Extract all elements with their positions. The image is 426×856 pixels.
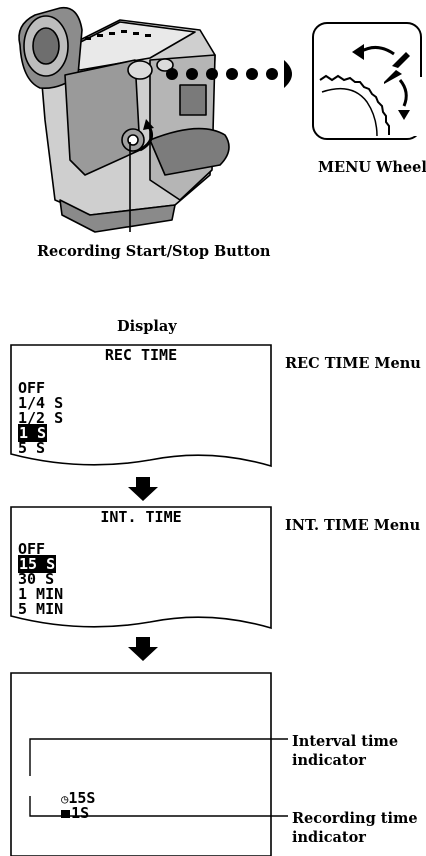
int-time-item-off: OFF [18, 540, 46, 558]
int-time-screen: INT. TIME OFF 15 S 30 S 1 MIN 5 MIN [10, 506, 272, 632]
display-label: Display [117, 318, 177, 335]
interval-label: Interval time indicator [292, 733, 399, 769]
rec-time-item-5s: 5 S [18, 439, 46, 457]
menu-wheel-label: MENU Wheel [318, 159, 426, 176]
screen-frame [10, 344, 272, 468]
int-time-menu-label: INT. TIME Menu [285, 517, 421, 534]
down-arrow-icon [128, 477, 158, 501]
int-time-item-5min: 5 MIN [18, 600, 64, 618]
int-time-item-1min: 1 MIN [18, 585, 64, 603]
menu-wheel-inset [312, 22, 422, 140]
rec-button-label: Recording Start/Stop Button [37, 243, 271, 260]
rec-time-item-off: OFF [18, 379, 46, 397]
rec-time-selected: 1 S [18, 424, 48, 442]
int-time-item-15s: 15 S [18, 555, 57, 573]
rec-time-item-quarter: 1/4 S [18, 394, 64, 412]
menu-wheel-icon [312, 22, 422, 140]
recording-value: 1S [71, 804, 90, 822]
rec-time-header: REC TIME [104, 346, 178, 364]
rec-time-screen: REC TIME OFF 1/4 S 1/2 S 1 S 5 S [10, 344, 272, 470]
screen-frame [10, 506, 272, 630]
int-time-header: INT. TIME [100, 508, 182, 526]
camcorder-drawing [18, 6, 292, 233]
down-arrow-icon [128, 637, 158, 661]
result-display-screen: ◷15S 1S [10, 672, 272, 856]
int-time-selected: 15 S [18, 555, 57, 573]
recording-indicator: 1S [25, 791, 89, 836]
rec-time-menu-label: REC TIME Menu [285, 355, 421, 372]
camera-icon [61, 810, 71, 818]
rec-time-item-1s: 1 S [18, 424, 48, 442]
int-time-item-30s: 30 S [18, 570, 55, 588]
camcorder-illustration [0, 0, 300, 235]
recording-label: Recording time indicator [292, 810, 418, 846]
rec-time-item-half: 1/2 S [18, 409, 64, 427]
